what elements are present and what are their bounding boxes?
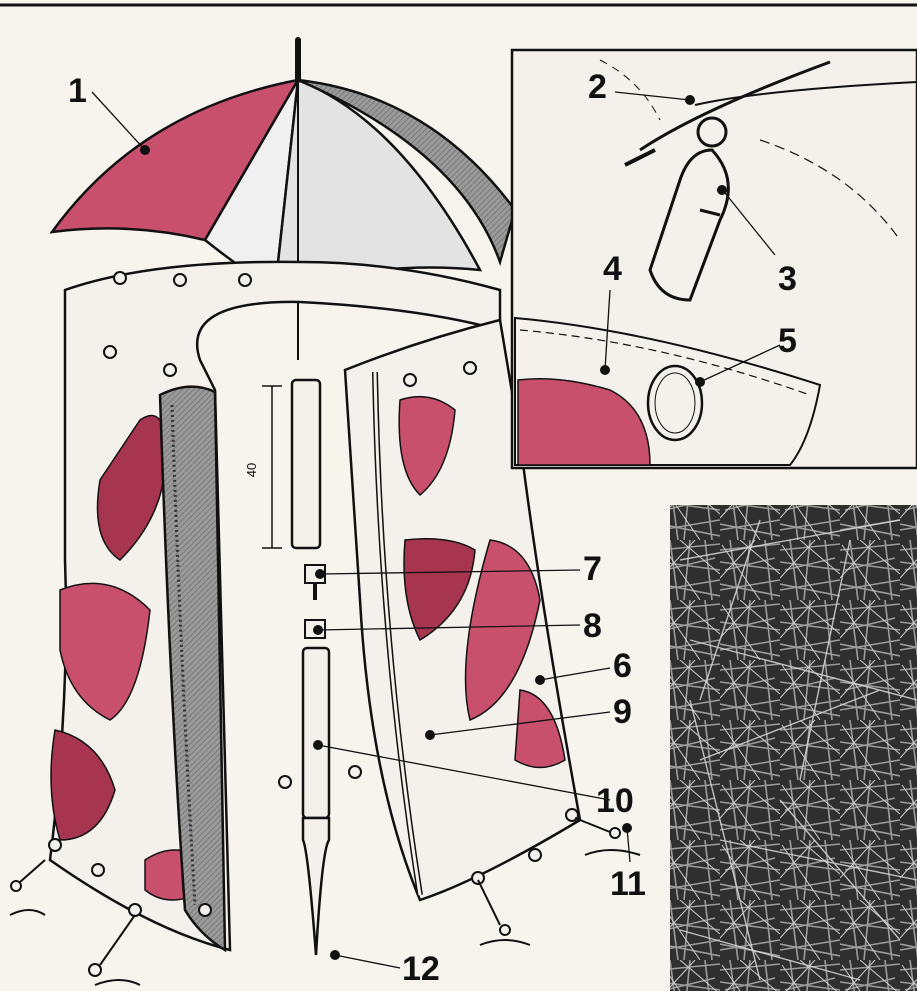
- callout-2: 2: [588, 68, 607, 106]
- dimension-label: 40: [244, 463, 259, 477]
- callout-5: 5: [778, 322, 797, 360]
- callout-8: 8: [583, 607, 602, 645]
- dimension-marker: 40: [244, 386, 282, 548]
- callout-11: 11: [610, 865, 646, 903]
- callout-4: 4: [603, 250, 622, 288]
- pole-assembly: [292, 380, 329, 955]
- grass-photo: [670, 505, 917, 991]
- callout-9: 9: [613, 693, 632, 731]
- callout-10: 10: [596, 782, 634, 820]
- callout-12: 12: [402, 950, 440, 988]
- callout-6: 6: [613, 647, 632, 685]
- callout-7: 7: [583, 550, 602, 588]
- callout-1: 1: [68, 72, 87, 110]
- detail-inset: [512, 50, 917, 468]
- callout-3: 3: [778, 260, 797, 298]
